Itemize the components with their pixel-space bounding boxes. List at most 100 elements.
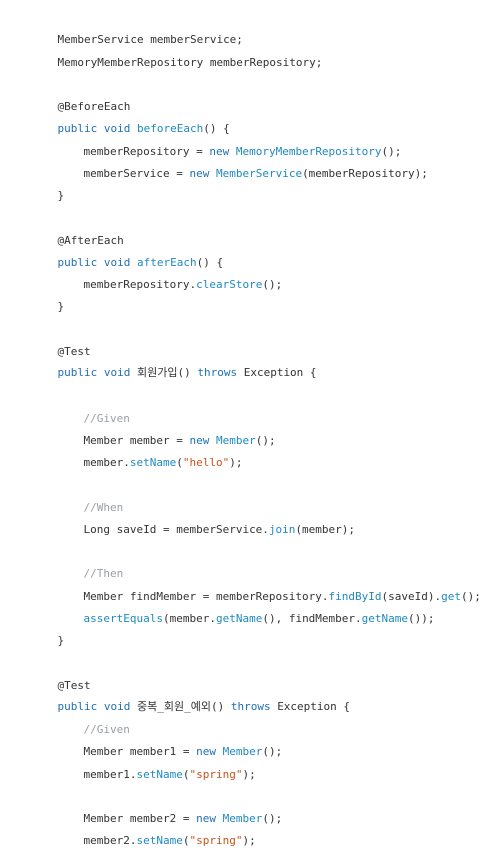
code-token: );: [242, 768, 256, 781]
code-token: ();: [262, 278, 283, 291]
code-line: memberRepository = new MemoryMemberRepos…: [57, 128, 402, 158]
code-line: memberRepository.clearStore();: [57, 261, 283, 291]
code-line: MemberService memberService;: [31, 16, 243, 46]
keyword-token: new: [196, 745, 223, 758]
annotation-token: @Test: [57, 345, 91, 358]
class-token: Member: [222, 745, 263, 758]
code-line: member1.setName("spring");: [57, 751, 256, 781]
code-token: memberRepository =: [83, 145, 210, 158]
code-token: ();: [255, 434, 276, 447]
code-token: Member member =: [83, 434, 190, 447]
code-line: public void 회원가입() throws Exception {: [31, 349, 317, 379]
code-token: memberRepository.: [83, 278, 197, 291]
code-line: //Then: [57, 550, 124, 580]
code-line: @Test: [31, 662, 91, 692]
code-editor[interactable]: MemberService memberService; MemoryMembe…: [0, 0, 500, 847]
code-line: //Given: [57, 395, 130, 425]
string-token: "spring": [189, 768, 243, 781]
class-token: Member: [222, 812, 263, 825]
code-token: Exception {: [277, 700, 351, 713]
code-token: }: [57, 189, 65, 202]
code-token: (: [182, 768, 190, 781]
method-token: afterEach: [136, 256, 197, 269]
code-token: member.: [83, 456, 130, 469]
keyword-token: new: [209, 145, 236, 158]
method-token: clearStore: [196, 278, 263, 291]
code-token: ();: [262, 812, 283, 825]
keyword-token: public void: [57, 700, 137, 713]
keyword-token: new: [196, 812, 223, 825]
code-token: (: [176, 456, 183, 469]
code-token: member1.: [83, 768, 137, 781]
code-line: member2.setName("spring");: [57, 817, 256, 847]
class-token: MemoryMemberRepository: [235, 145, 382, 158]
code-line: }: [31, 172, 65, 202]
comment-token: //Given: [83, 723, 130, 736]
code-token: );: [229, 456, 243, 469]
method-token: setName: [136, 768, 183, 781]
code-token: ());: [408, 612, 435, 625]
code-token: Member findMember = memberRepository.: [83, 590, 329, 603]
comment-token: //When: [83, 501, 124, 514]
code-line: member.setName("hello");: [57, 439, 243, 469]
code-token: MemberService memberService;: [57, 33, 243, 46]
method-token: getName: [361, 612, 409, 625]
keyword-token: public void: [57, 256, 137, 269]
method-token: findById: [328, 590, 382, 603]
code-token: (saveId).: [381, 590, 442, 603]
keyword-token: public void: [57, 366, 137, 379]
code-line: }: [31, 617, 65, 647]
code-line: @AfterEach: [31, 217, 124, 247]
code-token: );: [242, 834, 256, 847]
method-token: setName: [129, 456, 177, 469]
keyword-token: new: [189, 167, 216, 180]
code-line: public void beforeEach() {: [31, 105, 230, 135]
code-token: (: [182, 834, 190, 847]
code-token: () {: [203, 122, 230, 135]
method-token: 중복_회원_예외(): [136, 700, 231, 713]
keyword-token: new: [189, 434, 216, 447]
code-line: public void afterEach() {: [31, 239, 224, 269]
code-line: Member member2 = new Member();: [57, 795, 283, 825]
annotation-token: @BeforeEach: [57, 100, 131, 113]
code-token: (member.: [162, 612, 216, 625]
code-line: Member member1 = new Member();: [57, 728, 283, 758]
code-token: () {: [196, 256, 224, 269]
code-line: Member member = new Member();: [57, 417, 276, 447]
code-line: Member findMember = memberRepository.fin…: [57, 573, 481, 603]
method-token: setName: [136, 834, 183, 847]
code-line: assertEquals(member. getName(), findMembe…: [57, 595, 435, 625]
code-token: }: [57, 300, 65, 313]
code-token: (memberRepository);: [302, 167, 428, 180]
code-line: public void 중복_회원_예외() throws Exception …: [31, 683, 351, 713]
code-token: (member);: [295, 523, 356, 536]
class-token: Member: [215, 434, 256, 447]
comment-token: //Then: [83, 567, 124, 580]
code-line: memberService = new MemberService(member…: [57, 150, 428, 180]
keyword-token: throws: [197, 366, 244, 379]
code-line: @Test: [31, 328, 91, 358]
method-token: join: [268, 523, 296, 536]
code-token: ();: [461, 590, 481, 603]
code-token: ();: [262, 745, 283, 758]
code-token: Long saveId = memberService.: [83, 523, 269, 536]
code-token: ();: [381, 145, 402, 158]
code-token: MemoryMemberRepository memberRepository;: [57, 56, 323, 69]
code-token: Member member2 =: [83, 812, 197, 825]
code-line: @BeforeEach: [31, 83, 131, 113]
annotation-token: @Test: [57, 679, 91, 692]
keyword-token: public void: [57, 122, 137, 135]
code-token: (), findMember.: [262, 612, 362, 625]
method-token: get: [441, 590, 462, 603]
code-line: //When: [57, 484, 124, 514]
method-token: beforeEach: [136, 122, 204, 135]
code-line: Long saveId = memberService.join(member)…: [57, 506, 356, 536]
code-line: }: [31, 283, 65, 313]
code-token: Exception {: [243, 366, 317, 379]
annotation-token: @AfterEach: [57, 234, 124, 247]
method-token: assertEquals: [83, 612, 163, 625]
class-token: MemberService: [215, 167, 303, 180]
string-token: "hello": [182, 456, 230, 469]
code-token: member2.: [83, 834, 137, 847]
code-line: MemoryMemberRepository memberRepository;: [31, 39, 323, 69]
